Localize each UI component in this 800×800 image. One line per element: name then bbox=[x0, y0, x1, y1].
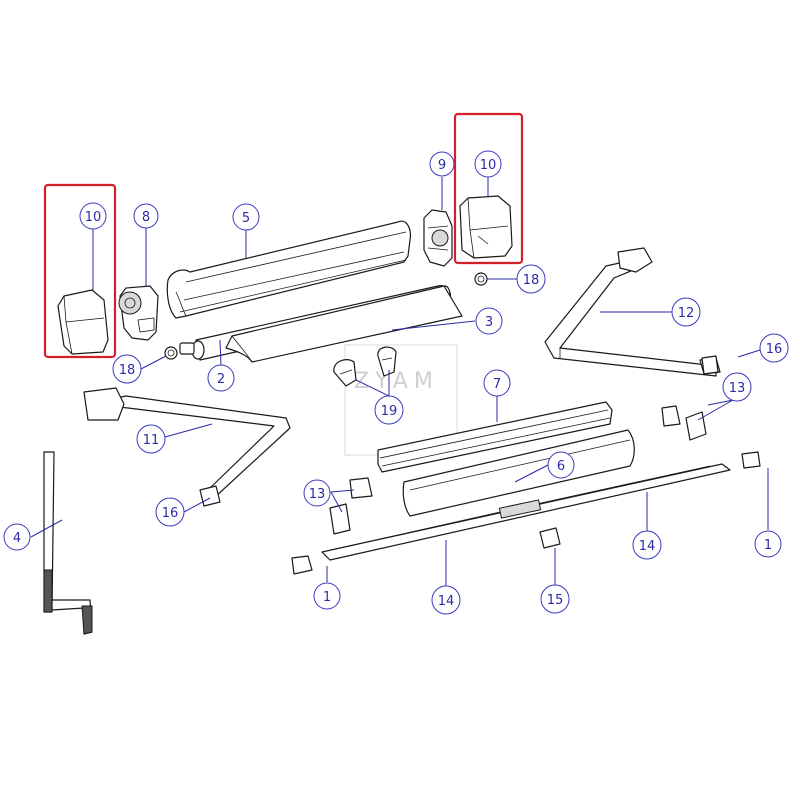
part-8-gear-mechanism bbox=[118, 285, 159, 341]
part-15-clip bbox=[539, 527, 561, 549]
callout-16-left: 16 bbox=[155, 497, 185, 527]
callout-label: 14 bbox=[438, 594, 455, 609]
callout-label: 12 bbox=[678, 306, 695, 321]
callout-2: 2 bbox=[207, 364, 235, 392]
callout-1-right: 1 bbox=[754, 530, 782, 558]
callout-11: 11 bbox=[136, 424, 166, 454]
callout-label: 10 bbox=[480, 158, 497, 173]
part-9-gear-mechanism bbox=[423, 209, 453, 267]
callout-15: 15 bbox=[540, 584, 570, 614]
callout-label: 10 bbox=[85, 210, 102, 225]
callout-label: 3 bbox=[485, 315, 493, 330]
part-4-crank-handle bbox=[43, 451, 93, 635]
callout-label: 18 bbox=[119, 363, 136, 378]
part-10-end-cap-right bbox=[459, 195, 513, 259]
callout-12: 12 bbox=[671, 297, 701, 327]
callout-label: 14 bbox=[639, 539, 656, 554]
callout-label: 2 bbox=[217, 372, 225, 387]
callout-label: 16 bbox=[766, 342, 783, 357]
part-13-bracket-right bbox=[661, 405, 707, 441]
part-3-fabric-sheet bbox=[225, 285, 463, 363]
callout-14-right: 14 bbox=[632, 530, 662, 560]
part-5-cassette-cover bbox=[166, 220, 411, 319]
callout-7: 7 bbox=[483, 369, 511, 397]
highlight-box-right bbox=[453, 112, 524, 265]
part-14-lead-bar bbox=[321, 463, 731, 561]
callout-19: 19 bbox=[374, 395, 404, 425]
callout-16-right: 16 bbox=[759, 333, 789, 363]
callout-4: 4 bbox=[3, 523, 31, 551]
callout-label: 16 bbox=[162, 506, 179, 521]
part-19-brackets bbox=[333, 346, 397, 387]
part-13-bracket-left bbox=[329, 477, 373, 535]
callout-9: 9 bbox=[429, 151, 455, 177]
part-10-end-cap-left bbox=[57, 289, 109, 355]
part-6-front-panel bbox=[402, 429, 635, 517]
callout-label: 19 bbox=[381, 404, 398, 419]
callout-label: 11 bbox=[143, 433, 160, 448]
callout-10-left: 10 bbox=[79, 202, 107, 230]
highlight-box-left bbox=[43, 183, 117, 359]
callout-8: 8 bbox=[133, 203, 159, 229]
part-18-bushing-left bbox=[164, 346, 178, 360]
callout-18-left: 18 bbox=[112, 354, 142, 384]
callout-label: 9 bbox=[438, 158, 446, 173]
callout-label: 5 bbox=[242, 211, 250, 226]
callout-13-right: 13 bbox=[722, 372, 752, 402]
part-1-end-stop-left bbox=[291, 555, 313, 575]
callout-label: 13 bbox=[309, 487, 326, 502]
callout-label: 8 bbox=[142, 210, 150, 225]
leader-lines bbox=[30, 177, 769, 586]
callout-label: 7 bbox=[493, 377, 501, 392]
callout-label: 4 bbox=[13, 531, 21, 546]
callout-label: 15 bbox=[547, 593, 564, 608]
watermark-text: ZYAM bbox=[354, 369, 439, 394]
callout-6: 6 bbox=[547, 451, 575, 479]
callout-14-left: 14 bbox=[431, 585, 461, 615]
callout-label: 1 bbox=[323, 590, 331, 605]
callout-10-right: 10 bbox=[474, 150, 502, 178]
callout-label: 13 bbox=[729, 381, 746, 396]
part-11-left-arm bbox=[83, 387, 291, 507]
callout-18-right: 18 bbox=[516, 264, 546, 294]
callout-label: 18 bbox=[523, 273, 540, 288]
callout-3: 3 bbox=[475, 307, 503, 335]
callout-label: 6 bbox=[557, 459, 565, 474]
callout-5: 5 bbox=[232, 203, 260, 231]
part-18-bushing-right bbox=[474, 272, 488, 286]
part-7-front-profile bbox=[377, 401, 613, 473]
callout-label: 1 bbox=[764, 538, 772, 553]
callout-1-left: 1 bbox=[313, 582, 341, 610]
part-1-end-stop-right bbox=[741, 451, 761, 469]
callout-13-left: 13 bbox=[303, 479, 331, 507]
part-16-cap-right bbox=[701, 355, 719, 375]
